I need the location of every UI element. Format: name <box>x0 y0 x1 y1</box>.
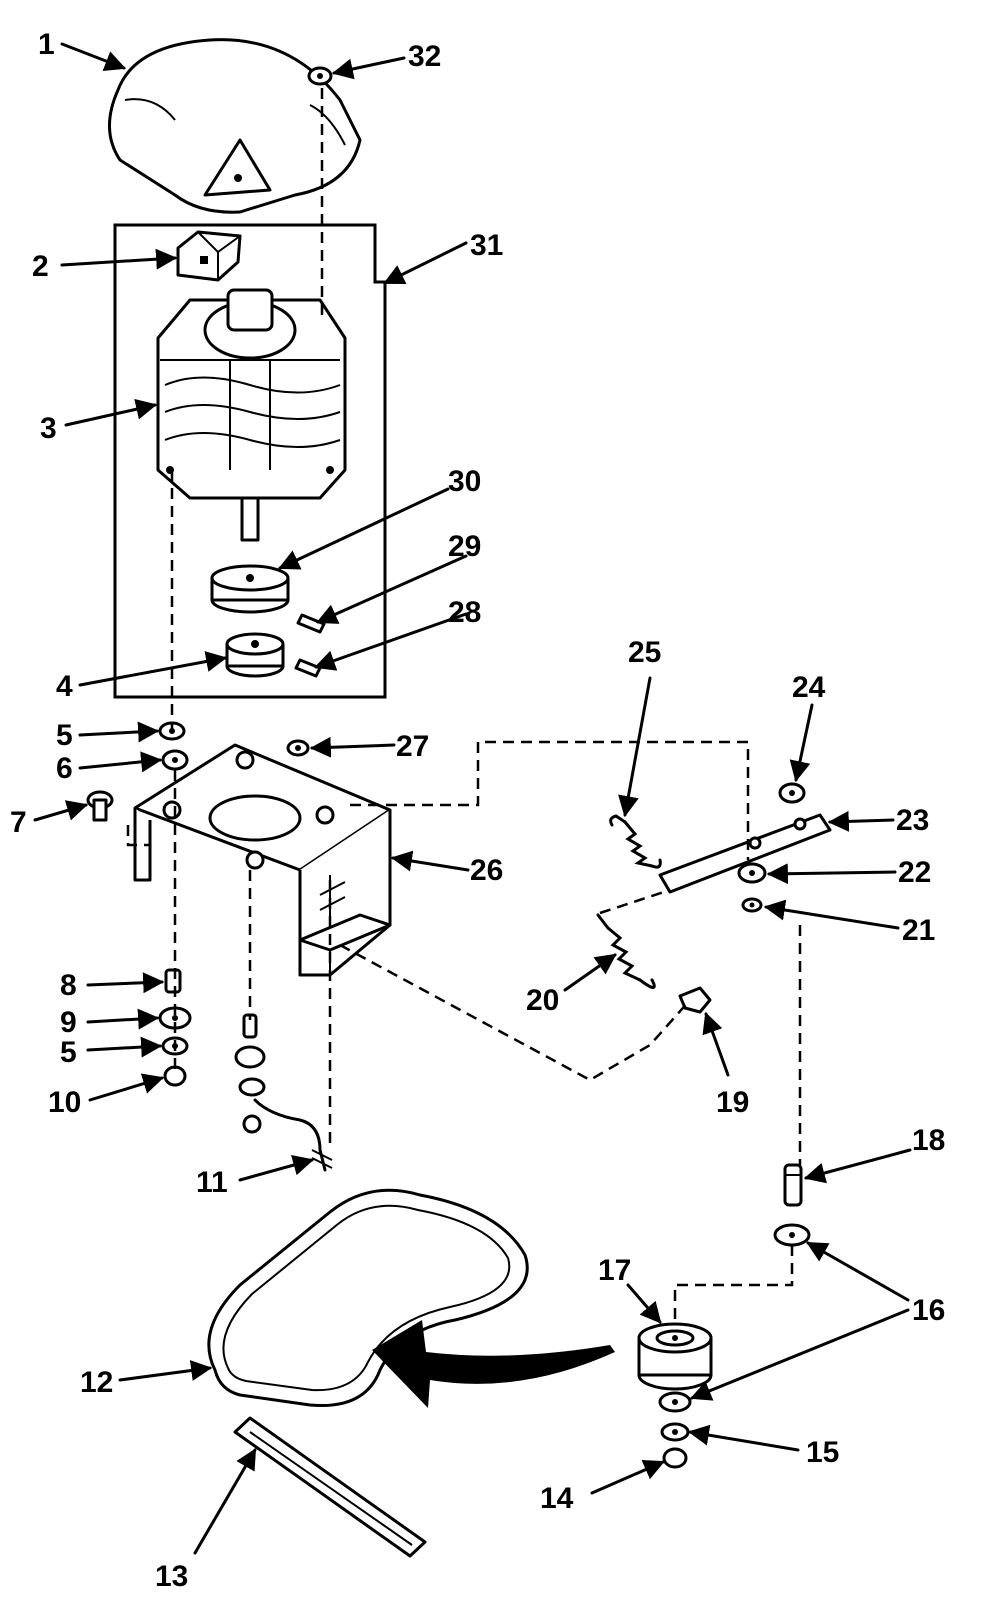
part-18-shaft <box>783 1163 803 1207</box>
label-5-lower: 5 <box>60 1036 77 1069</box>
part-21-washer <box>741 897 763 913</box>
label-31: 31 <box>470 229 503 262</box>
part-32-nut <box>307 66 333 86</box>
leader-lines <box>33 42 912 1555</box>
part-2-switch <box>176 230 242 282</box>
label-22: 22 <box>898 856 931 889</box>
label-32: 32 <box>408 40 441 73</box>
label-5-upper: 5 <box>56 719 73 752</box>
installation-direction-arrow <box>372 1320 615 1408</box>
label-17: 17 <box>598 1254 631 1287</box>
part-15-washer <box>660 1422 690 1442</box>
label-21: 21 <box>902 914 935 947</box>
label-3: 3 <box>40 412 57 445</box>
part-22-idler-pulley <box>737 862 767 884</box>
assembly-guide-lines <box>126 88 802 1325</box>
part-27-nut <box>286 739 310 757</box>
label-18: 18 <box>912 1124 945 1157</box>
label-11: 11 <box>196 1166 228 1199</box>
label-15: 15 <box>806 1436 839 1469</box>
part-12-drive-belt <box>207 1188 529 1408</box>
label-16: 16 <box>912 1294 945 1327</box>
label-12: 12 <box>80 1366 113 1399</box>
label-6: 6 <box>56 752 73 785</box>
label-29: 29 <box>448 530 481 563</box>
label-20: 20 <box>526 984 559 1017</box>
label-14: 14 <box>540 1482 574 1515</box>
label-4: 4 <box>56 670 73 703</box>
part-3-motor <box>156 288 347 542</box>
part-number-labels: 1 32 31 2 3 30 29 28 4 5 6 27 7 26 8 9 5… <box>10 28 945 1593</box>
part-28-set-screw <box>294 658 322 678</box>
part-6-grommet <box>161 749 189 771</box>
part-14-nut <box>662 1447 688 1469</box>
part-20-spring <box>596 913 656 989</box>
label-26: 26 <box>470 854 503 887</box>
mounting-hardware-stack <box>234 1013 266 1134</box>
label-28: 28 <box>448 596 481 629</box>
label-19: 19 <box>716 1086 749 1119</box>
part-19-clip <box>678 986 712 1014</box>
part-26-motor-mount <box>133 743 392 977</box>
part-25-spring <box>609 814 662 869</box>
label-13: 13 <box>155 1560 188 1593</box>
part-11-ground-wire <box>253 1098 333 1172</box>
part-1-motor-cover <box>108 38 362 214</box>
label-10: 10 <box>48 1086 81 1119</box>
label-30: 30 <box>448 465 481 498</box>
label-25: 25 <box>628 636 661 669</box>
label-8: 8 <box>60 969 77 1002</box>
part-13-belt <box>233 1416 427 1558</box>
label-23: 23 <box>896 804 929 837</box>
part-4-pulley <box>225 632 285 678</box>
label-2: 2 <box>32 250 49 283</box>
part-7-bolt <box>86 790 114 822</box>
part-29-set-screw <box>296 613 326 634</box>
part-17-clutch-pulley <box>637 1322 713 1391</box>
label-24: 24 <box>792 671 826 704</box>
part-30-pulley <box>210 564 290 614</box>
part-10-nut <box>163 1065 187 1087</box>
part-16-washers <box>658 1223 811 1413</box>
label-9: 9 <box>60 1006 77 1039</box>
part-24-nut <box>778 782 806 804</box>
label-7: 7 <box>10 806 27 839</box>
label-1: 1 <box>38 28 55 61</box>
label-27: 27 <box>396 730 429 763</box>
part-8-bushing <box>164 968 182 994</box>
